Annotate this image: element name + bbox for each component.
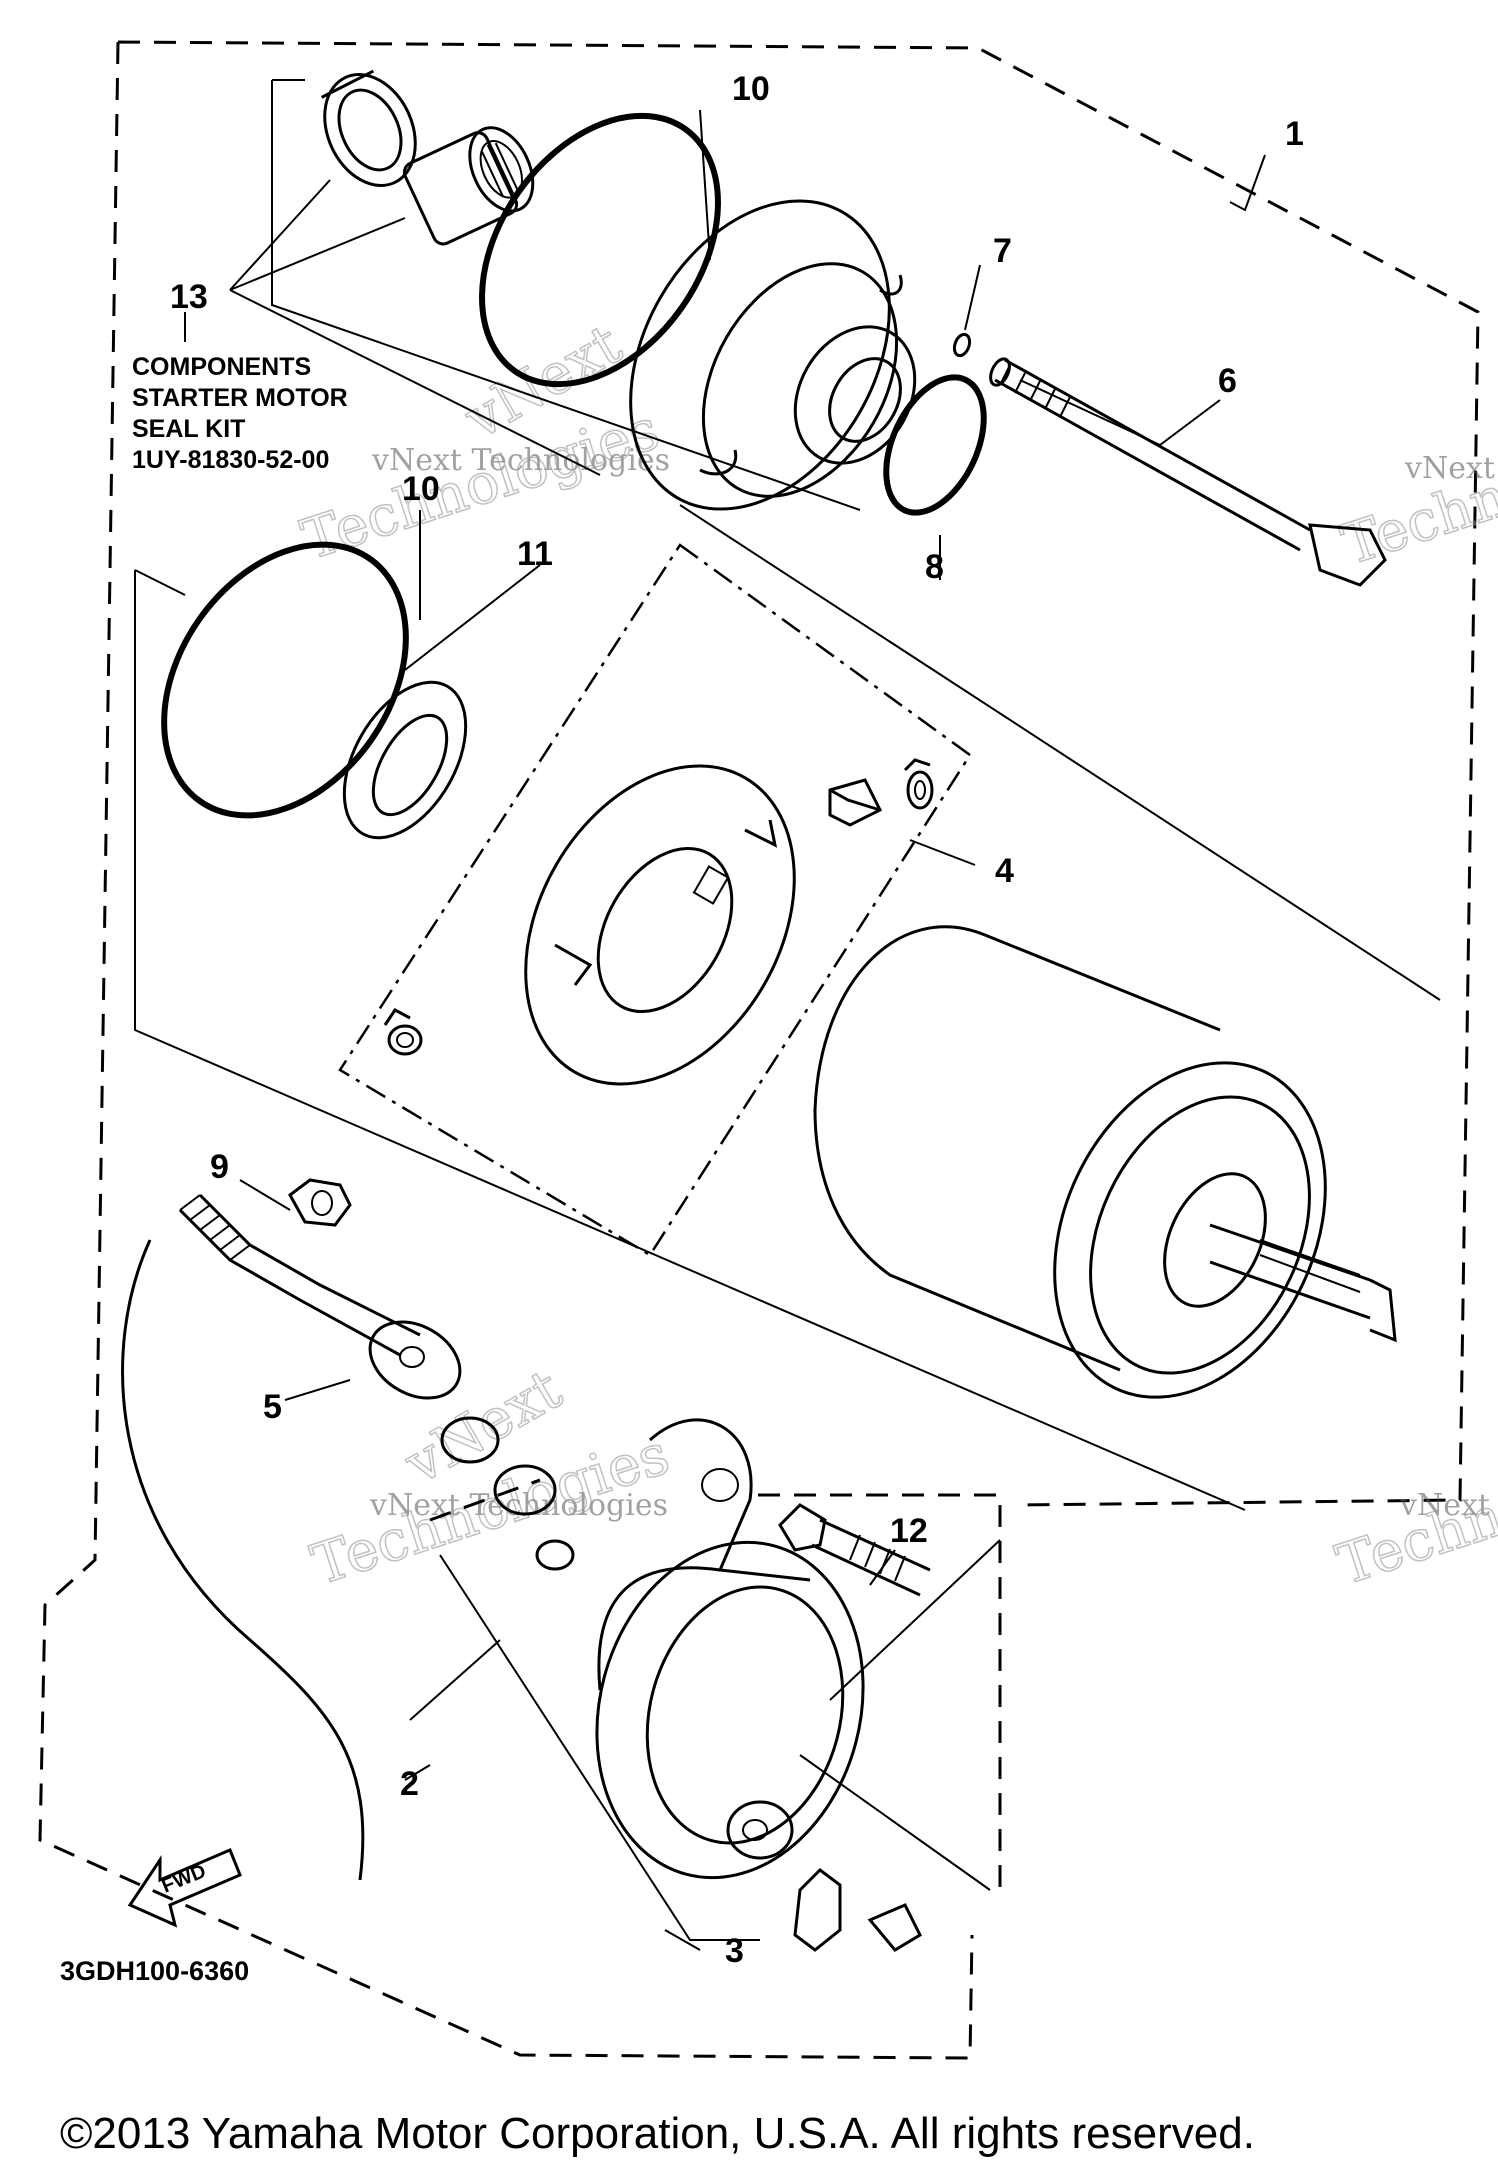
callout-13: 13 <box>170 278 208 316</box>
needle-bearing <box>402 126 535 246</box>
hex-nut <box>288 1178 352 1227</box>
watermark-text: vNext <box>1399 1488 1490 1523</box>
rear-cover <box>595 1418 865 1880</box>
o-ring <box>161 541 409 819</box>
mounting-bolt <box>778 1503 931 1597</box>
callout-11: 11 <box>517 535 553 573</box>
callout-6: 6 <box>1218 362 1237 400</box>
note-line: STARTER MOTOR <box>132 384 348 412</box>
watermark-text: vNext <box>1404 451 1495 486</box>
brush <box>828 778 883 827</box>
rear-cover-box <box>429 1478 1002 1900</box>
seal-kit-bracket <box>184 79 861 511</box>
small-o-ring <box>952 332 972 358</box>
through-bolt <box>989 357 1387 587</box>
callout-10-top: 10 <box>732 70 770 108</box>
note-line: SEAL KIT <box>132 415 245 443</box>
oil-seal <box>320 69 417 187</box>
assembly-boundary <box>38 40 1480 2060</box>
watermark-text: Technologies <box>1329 1422 1498 1598</box>
seal-kit-note: COMPONENTS STARTER MOTOR SEAL KIT 1UY-81… <box>132 353 348 474</box>
o-ring <box>535 1539 575 1571</box>
callout-9: 9 <box>210 1148 229 1186</box>
motor-yoke <box>813 925 1397 1399</box>
fwd-arrow-icon: FWD <box>127 1848 242 1928</box>
watermark-text: vNext Technologies <box>369 1488 668 1523</box>
callout-7: 7 <box>993 232 1012 270</box>
copyright-notice: ©2013 Yamaha Motor Corporation, U.S.A. A… <box>60 2109 1255 2158</box>
washer <box>493 1464 557 1516</box>
diagram-code: 3GDH100-6360 <box>60 1956 249 1986</box>
motor-housing-bracket <box>134 504 1441 1511</box>
callout-2: 2 <box>400 1765 419 1803</box>
starter-lead <box>121 1193 462 1881</box>
callout-1: 1 <box>1285 115 1304 153</box>
o-ring <box>479 112 721 388</box>
brush-spring <box>383 1008 423 1056</box>
rear-cover-bracket <box>409 1539 1001 1941</box>
front-cover <box>629 199 917 511</box>
brush-holder-box <box>338 543 972 1257</box>
brush-plate <box>524 764 796 1086</box>
note-line: COMPONENTS <box>132 353 311 381</box>
callout-12: 12 <box>890 1512 928 1550</box>
brush-spring <box>903 758 934 810</box>
washer <box>440 1416 500 1464</box>
watermark-text: vNext Technologies <box>371 443 670 478</box>
callouts: 1 2 3 4 5 6 7 8 9 10 10 11 12 13 <box>170 70 1304 1970</box>
callout-10-lower: 10 <box>402 470 440 508</box>
callout-5: 5 <box>263 1388 282 1426</box>
callout-3: 3 <box>725 1932 744 1970</box>
note-line: 1UY-81830-52-00 <box>132 446 329 474</box>
brush-terminal <box>793 1868 922 1952</box>
callout-8: 8 <box>925 548 944 586</box>
washer <box>342 680 468 840</box>
o-ring-8 <box>883 374 987 516</box>
callout-4: 4 <box>995 852 1014 890</box>
leader-lines <box>239 109 1266 1951</box>
